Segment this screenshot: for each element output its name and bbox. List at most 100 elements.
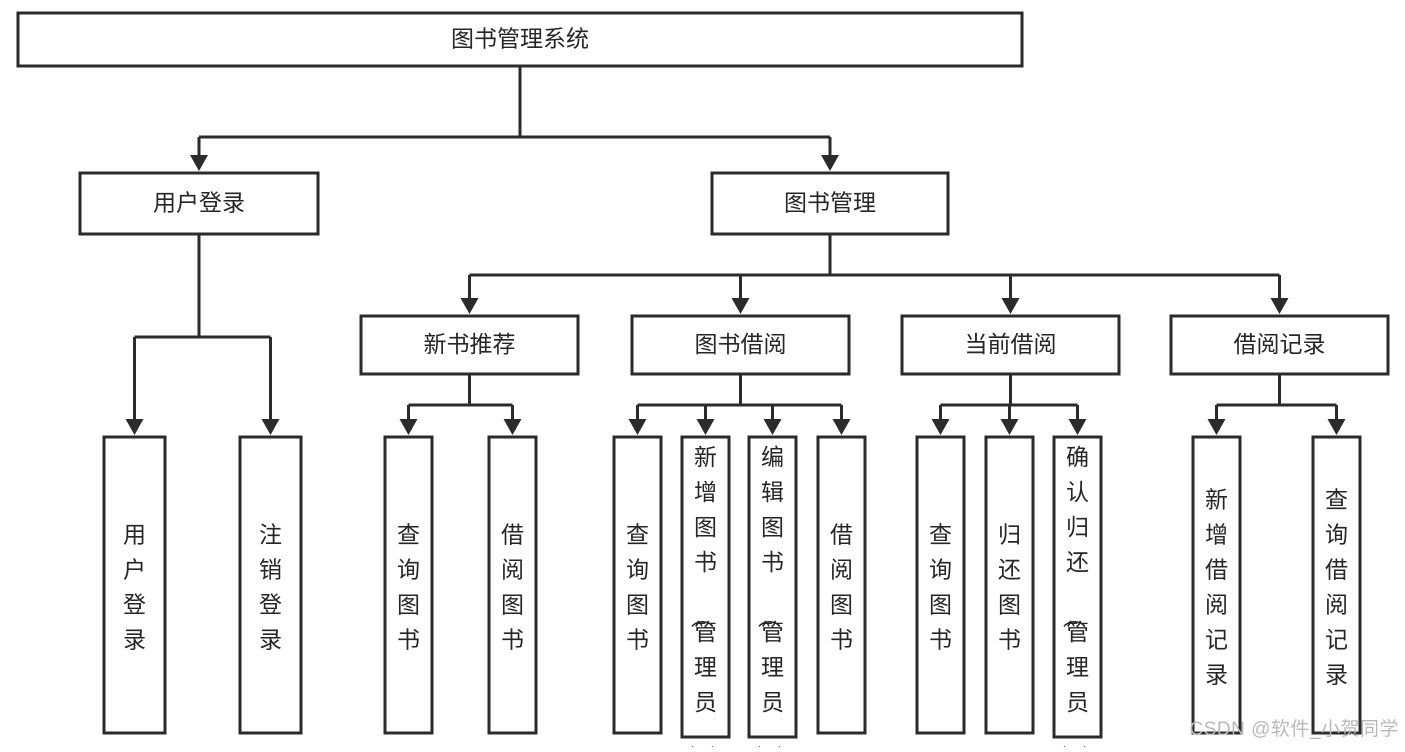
connector-arrow — [1068, 405, 1087, 435]
connector-arrow — [731, 275, 750, 314]
arrow-head — [1068, 419, 1087, 435]
connector-arrow — [190, 137, 208, 171]
leaf-node-g2-rect[interactable] — [747, 435, 798, 739]
arrow-head — [821, 155, 839, 171]
connector-arrow — [1270, 275, 1289, 314]
arrow-head — [628, 419, 647, 435]
leaf-node-login-rect[interactable] — [102, 435, 167, 735]
leaf-node-g3-rect[interactable] — [984, 435, 1035, 735]
leaf-node-g2-1[interactable]: 查询图书 — [612, 435, 663, 735]
root-node-rect[interactable] — [16, 11, 1024, 68]
level2-node-3[interactable]: 当前借阅 — [900, 314, 1121, 376]
level1-node-label: 用户登录 — [153, 190, 245, 216]
leaf-node-g4-2[interactable]: 查询借阅记录 — [1311, 435, 1362, 735]
leaf-node-g1-label: 查询图书 — [397, 521, 420, 652]
arrow-head — [832, 419, 851, 435]
level2-node-rect[interactable] — [1169, 314, 1390, 376]
level2-node-rect[interactable] — [359, 314, 580, 376]
connector-arrow — [125, 337, 144, 435]
arrow-head — [460, 298, 479, 314]
connector-arrow — [821, 137, 839, 171]
level2-node-1[interactable]: 新书推荐 — [359, 314, 580, 376]
arrow-head — [1327, 419, 1346, 435]
leaf-node-g2-rect[interactable] — [680, 435, 731, 739]
connector-arrow — [1001, 275, 1020, 314]
arrow-head — [503, 419, 522, 435]
connector-arrow — [460, 275, 479, 314]
leaf-node-g1-1[interactable]: 查询图书 — [383, 435, 434, 735]
leaf-node-g2-rect[interactable] — [816, 435, 867, 735]
level2-node-label: 当前借阅 — [965, 331, 1057, 357]
leaf-node-g2-label: 新增图书（管理员） — [689, 444, 717, 747]
connector-arrow — [261, 337, 280, 435]
leaf-node-g3-label: 确认归还（管理员） — [1061, 444, 1089, 747]
leaf-node-g1-2[interactable]: 借阅图书 — [487, 435, 538, 735]
arrow-head — [931, 419, 950, 435]
leaf-node-g1-rect[interactable] — [487, 435, 538, 735]
leaf-node-g3-1[interactable]: 查询图书 — [915, 435, 966, 735]
leaf-node-g4-rect[interactable] — [1191, 435, 1242, 735]
level1-node-rect[interactable] — [710, 171, 950, 236]
leaf-node-g4-label: 查询借阅记录 — [1325, 486, 1348, 687]
arrow-head — [261, 419, 280, 435]
leaf-node-g4-1[interactable]: 新增借阅记录 — [1191, 435, 1242, 735]
leaf-node-g1-label: 借阅图书 — [501, 521, 524, 652]
connector-arrow — [696, 405, 715, 435]
level1-node-2[interactable]: 图书管理 — [710, 171, 950, 236]
leaf-node-login-rect[interactable] — [238, 435, 303, 735]
connector-arrow — [931, 405, 950, 435]
arrow-head — [1000, 419, 1019, 435]
leaf-node-g2-label: 查询图书 — [626, 521, 649, 652]
arrow-head — [125, 419, 144, 435]
arrow-head — [1270, 298, 1289, 314]
arrow-head — [399, 419, 418, 435]
connector-arrow — [503, 405, 522, 435]
arrow-head — [1207, 419, 1226, 435]
leaf-node-g3-rect[interactable] — [1052, 435, 1103, 739]
level2-node-2[interactable]: 图书借阅 — [630, 314, 851, 376]
root-node-label: 图书管理系统 — [451, 26, 589, 52]
level2-node-label: 借阅记录 — [1234, 331, 1326, 357]
nodes-layer: 图书管理系统用户登录图书管理新书推荐图书借阅当前借阅借阅记录用户登录注销登录查询… — [16, 11, 1390, 752]
level1-node-1[interactable]: 用户登录 — [78, 171, 320, 236]
level2-node-label: 图书借阅 — [695, 331, 787, 357]
arrow-head — [190, 155, 208, 171]
leaf-node-g2-rect[interactable] — [612, 435, 663, 735]
leaf-node-g4-rect[interactable] — [1311, 435, 1362, 735]
connectors-layer — [125, 66, 1346, 435]
connector-arrow — [832, 405, 851, 435]
connector-arrow — [1000, 405, 1019, 435]
connector-arrow — [763, 405, 782, 435]
level1-node-rect[interactable] — [78, 171, 320, 236]
leaf-node-g3-label: 归还图书 — [998, 521, 1021, 652]
connector-arrow — [1327, 405, 1346, 435]
connector-arrow — [1207, 405, 1226, 435]
level2-node-label: 新书推荐 — [424, 331, 516, 357]
leaf-node-login-label: 注销登录 — [259, 521, 282, 652]
level2-node-rect[interactable] — [630, 314, 851, 376]
leaf-node-g2-2[interactable]: 新增图书（管理员） — [680, 435, 731, 752]
level2-node-4[interactable]: 借阅记录 — [1169, 314, 1390, 376]
arrow-head — [696, 419, 715, 435]
arrow-head — [763, 419, 782, 435]
leaf-node-login-label: 用户登录 — [123, 521, 146, 652]
leaf-node-login-2[interactable]: 注销登录 — [238, 435, 303, 735]
leaf-node-g2-label: 借阅图书 — [830, 521, 853, 652]
csdn-watermark: CSDN @软件_小贺同学 — [1189, 719, 1399, 740]
connector-arrow — [399, 405, 418, 435]
root-node-1[interactable]: 图书管理系统 — [16, 11, 1024, 68]
arrow-head — [731, 298, 750, 314]
leaf-node-g4-label: 新增借阅记录 — [1205, 486, 1228, 687]
level1-node-label: 图书管理 — [784, 190, 876, 216]
leaf-node-g2-3[interactable]: 编辑图书（管理员） — [747, 435, 798, 752]
leaf-node-login-1[interactable]: 用户登录 — [102, 435, 167, 735]
leaf-node-g3-2[interactable]: 归还图书 — [984, 435, 1035, 735]
leaf-node-g3-rect[interactable] — [915, 435, 966, 735]
connector-arrow — [628, 405, 647, 435]
leaf-node-g3-3[interactable]: 确认归还（管理员） — [1052, 435, 1103, 752]
leaf-node-g2-4[interactable]: 借阅图书 — [816, 435, 867, 735]
leaf-node-g1-rect[interactable] — [383, 435, 434, 735]
level2-node-rect[interactable] — [900, 314, 1121, 376]
